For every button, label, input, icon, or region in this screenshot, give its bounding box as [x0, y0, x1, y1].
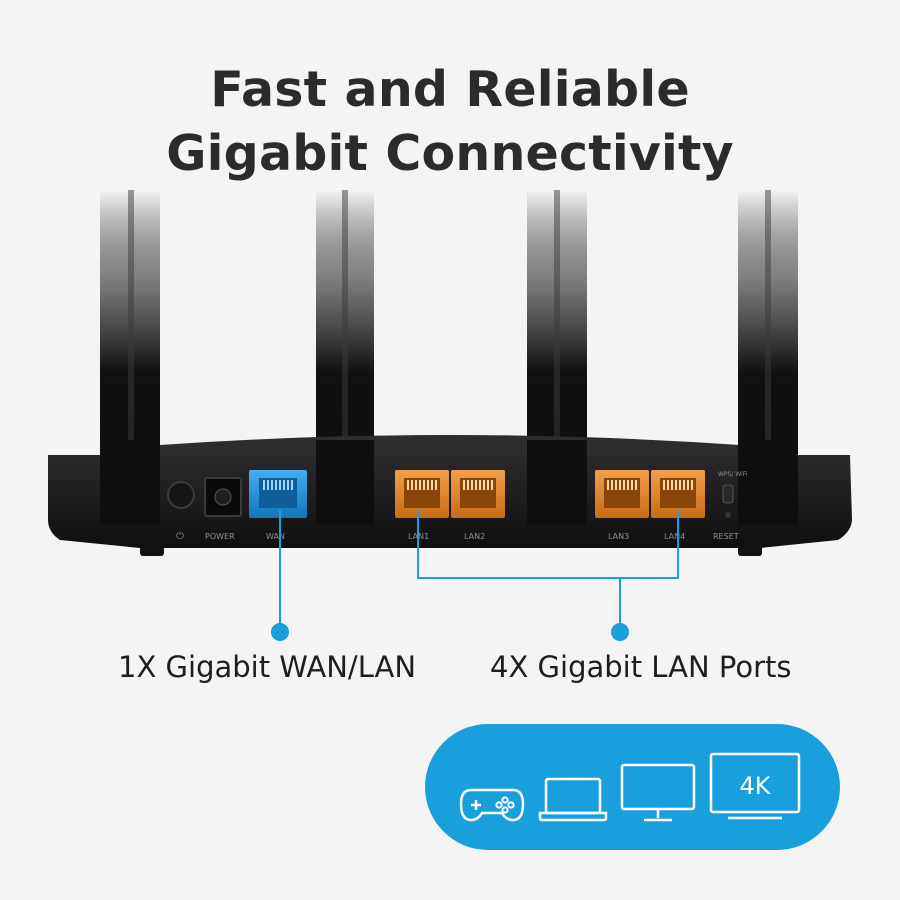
monitor-icon: [620, 763, 696, 822]
power-button[interactable]: [167, 481, 195, 509]
label-wan: WAN: [266, 532, 285, 541]
wan-callout-dot: [271, 623, 289, 641]
headline-line-2: Gigabit Connectivity: [166, 125, 734, 182]
lan-port-1: [395, 470, 449, 518]
router-top: [110, 435, 790, 455]
lan-callout: [417, 510, 679, 624]
headline: Fast and Reliable Gigabit Connectivity: [0, 58, 900, 186]
label-reset: RESET: [713, 532, 739, 541]
wps-button[interactable]: [722, 484, 734, 504]
label-lan2: LAN2: [464, 532, 485, 541]
lan-callout-label: 4X Gigabit LAN Ports: [490, 650, 792, 684]
tv-4k-icon: 4K: [709, 752, 801, 820]
lan-port-3: [595, 470, 649, 518]
label-power: POWER: [205, 532, 235, 541]
laptop-icon: [538, 777, 608, 822]
devices-pill: 4K: [425, 724, 840, 850]
gamepad-icon: [459, 788, 525, 822]
wan-callout-label: 1X Gigabit WAN/LAN: [118, 650, 417, 684]
lan-port-4: [651, 470, 705, 518]
label-lan3: LAN3: [608, 532, 629, 541]
reset-button[interactable]: [725, 512, 731, 518]
lan-callout-dot: [611, 623, 629, 641]
lan-port-2: [451, 470, 505, 518]
wan-port: [249, 470, 307, 518]
label-lan4: LAN4: [664, 532, 685, 541]
label-power-symbol: ⏻: [176, 531, 184, 542]
headline-line-1: Fast and Reliable: [210, 61, 690, 118]
tv-4k-text: 4K: [739, 772, 771, 800]
label-wps: WPS/ WiFi: [718, 471, 748, 478]
